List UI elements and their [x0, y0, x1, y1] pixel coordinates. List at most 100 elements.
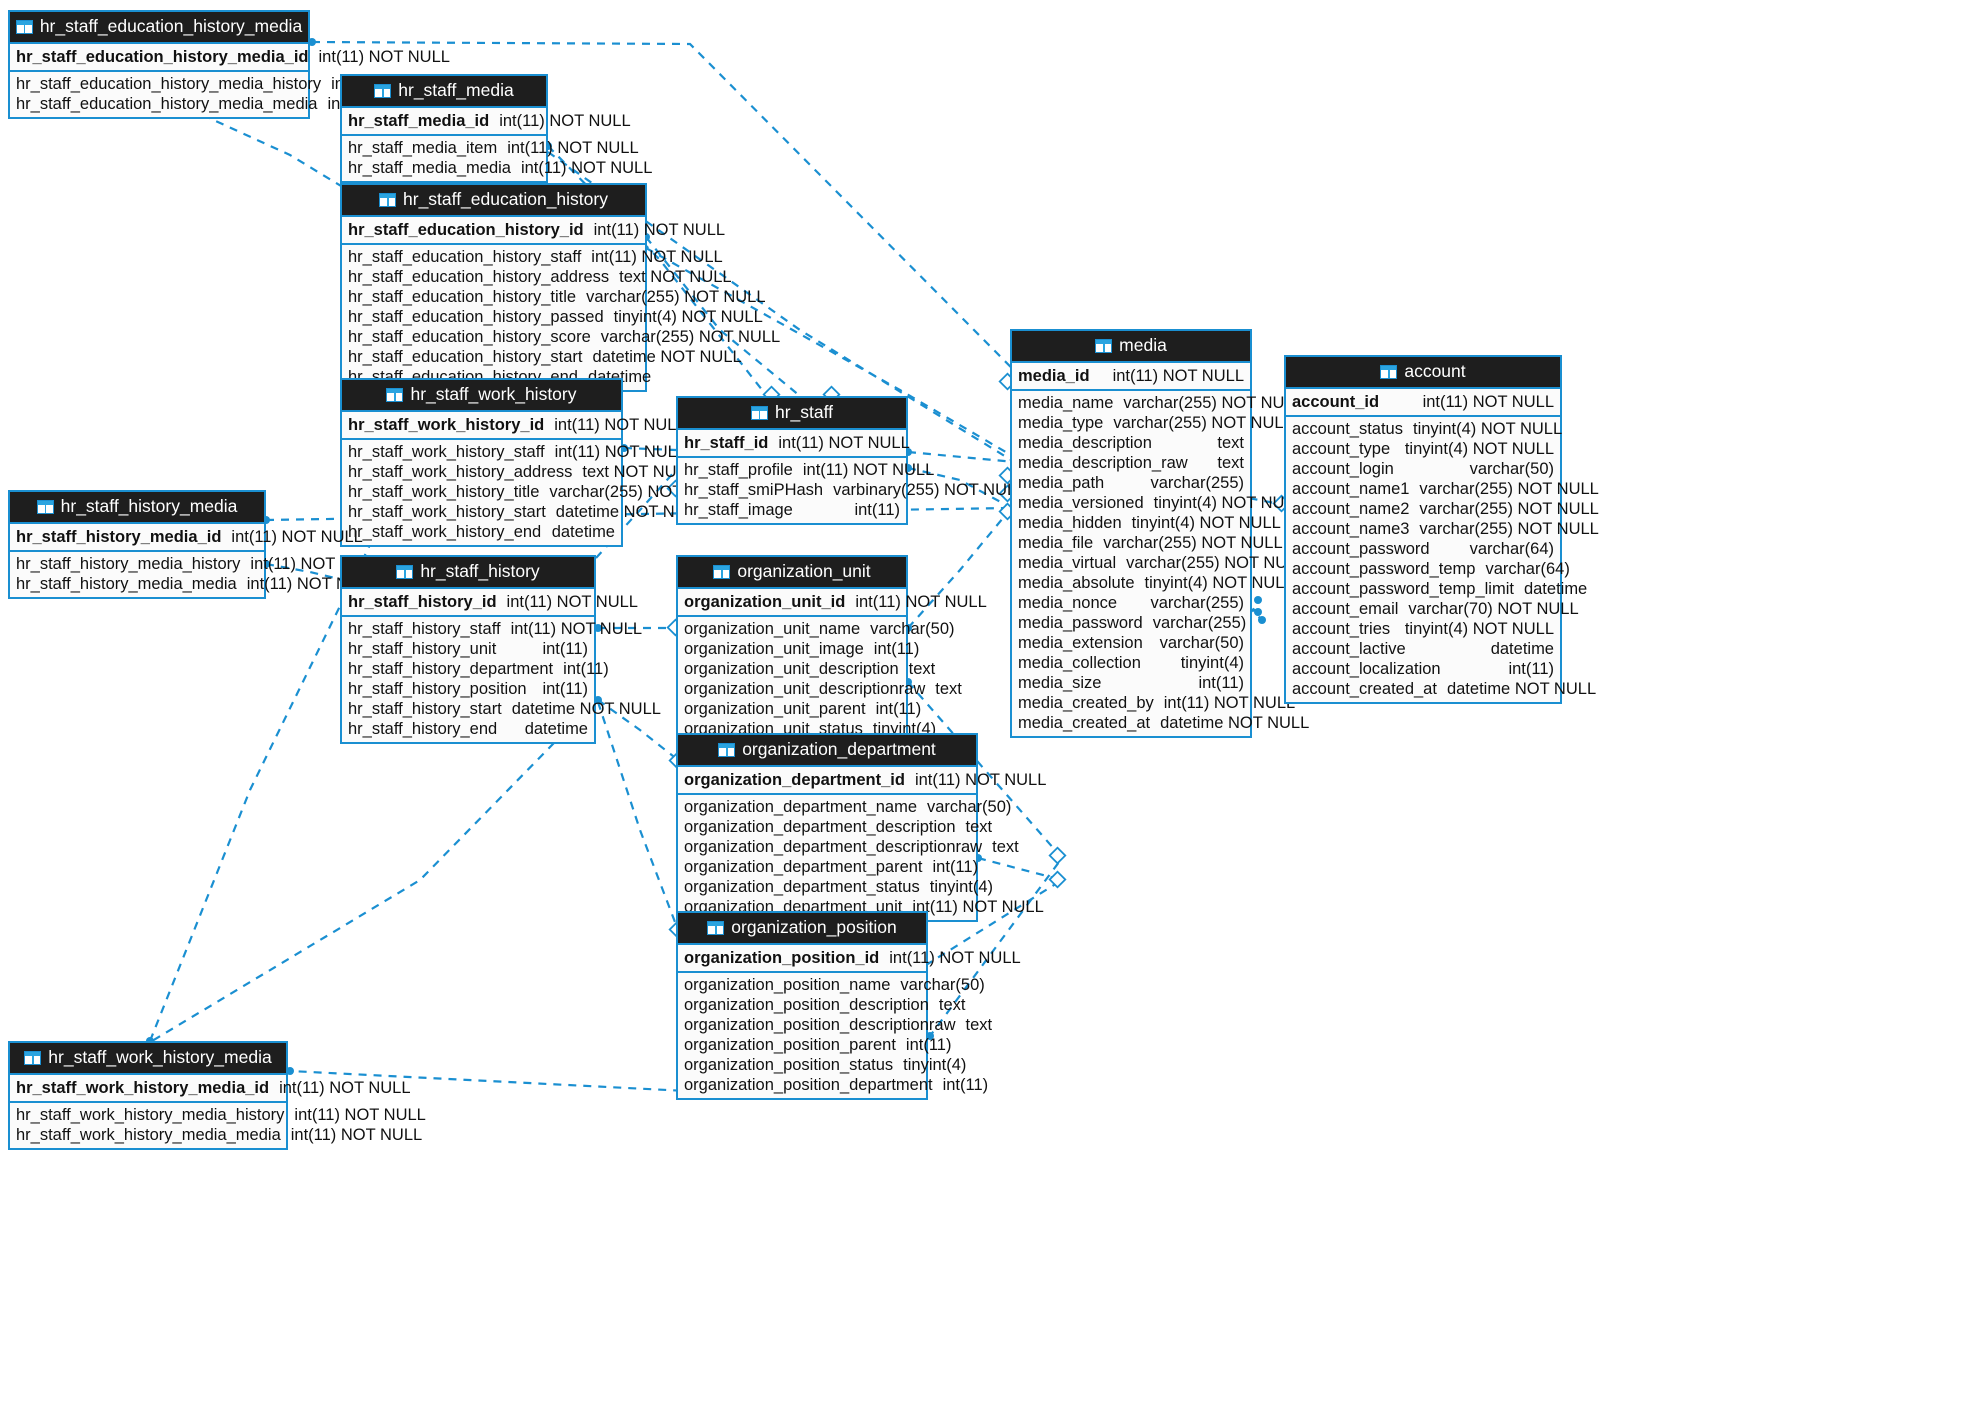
entity-header[interactable]: media — [1012, 331, 1250, 364]
entity-header[interactable]: hr_staff_education_history — [342, 185, 645, 218]
entity-header[interactable]: hr_staff_history — [342, 557, 594, 590]
entity-header[interactable]: hr_staff_media — [342, 76, 546, 109]
entity-header[interactable]: organization_position — [678, 913, 926, 946]
entity-header[interactable]: organization_department — [678, 735, 976, 768]
column-row[interactable]: hr_staff_education_history_media_history… — [10, 74, 463, 94]
entity-header[interactable]: hr_staff_history_media — [10, 492, 264, 525]
entity-header[interactable]: hr_staff_work_history_media — [10, 1043, 286, 1076]
entity-header[interactable]: hr_staff_work_history — [342, 380, 621, 413]
entity-header[interactable]: organization_unit — [678, 557, 906, 590]
entity-header[interactable]: account — [1286, 357, 1560, 390]
entity-header[interactable]: hr_staff_education_history_media — [10, 12, 308, 45]
